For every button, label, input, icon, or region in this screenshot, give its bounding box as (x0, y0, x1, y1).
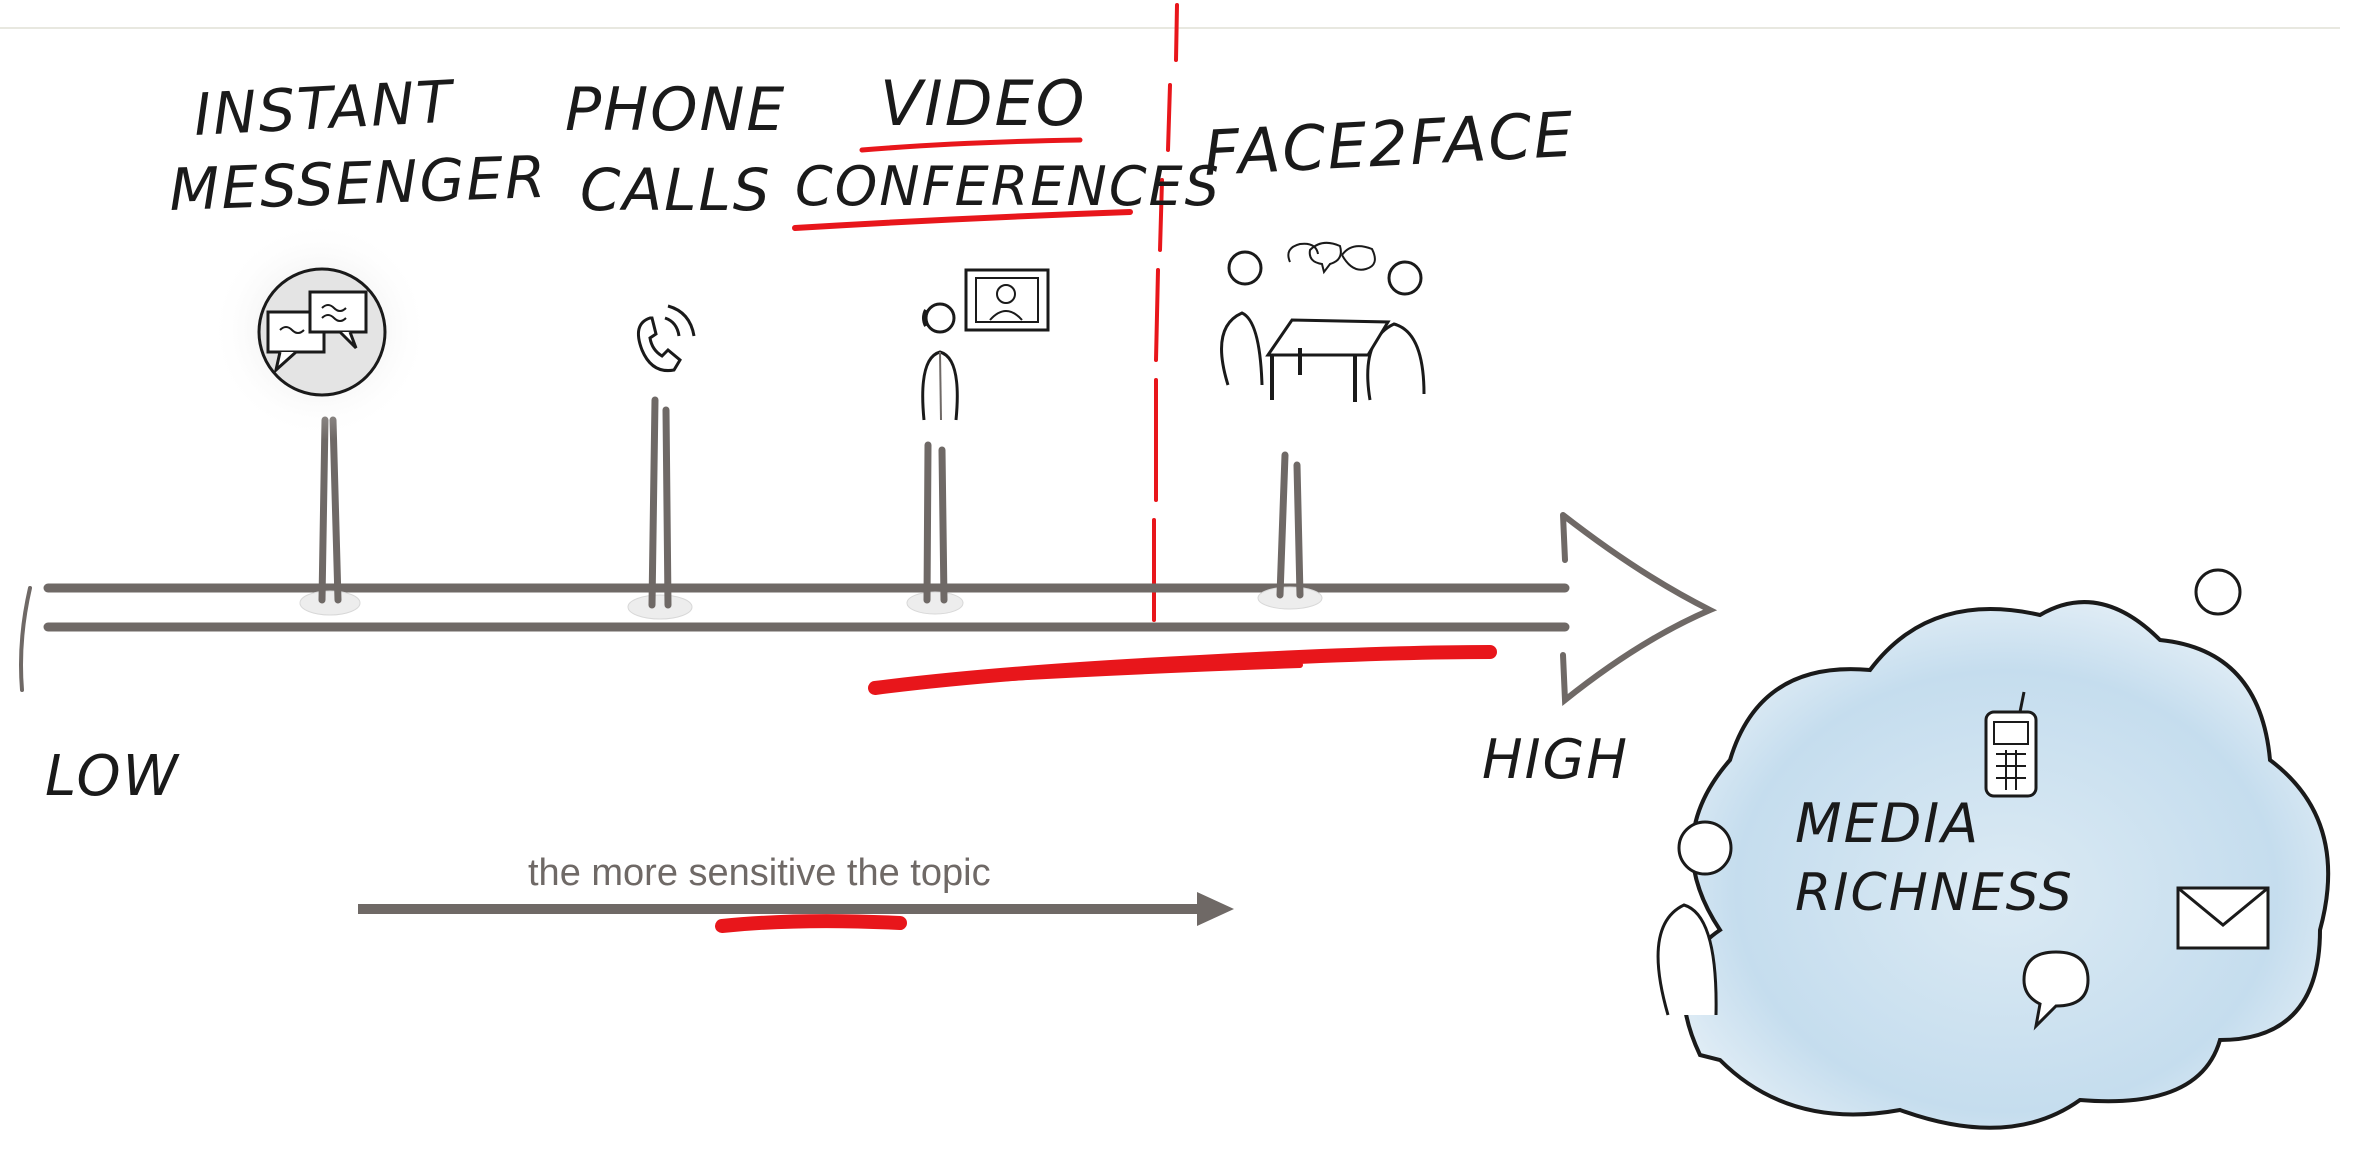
sensitivity-text: the more sensitive the topic (528, 852, 991, 894)
label-instant-messenger-line1: INSTANT (192, 67, 458, 149)
phone-icon (638, 306, 694, 371)
label-face2face: FACE2FACE (1202, 98, 1577, 190)
label-low: LOW (45, 744, 181, 809)
label-phone-calls-line1: PHONE (565, 75, 786, 145)
red-underline-sensitive (722, 921, 900, 926)
red-divider-line (1154, 5, 1177, 620)
richness-axis (21, 515, 1710, 700)
envelope-icon (2178, 888, 2268, 948)
label-video-conferences-line1: VIDEO (880, 67, 1086, 140)
channel-labels: INSTANT MESSENGER PHONE CALLS VIDEO CONF… (168, 67, 1576, 224)
media-richness-cloud: MEDIA RICHNESS (1658, 570, 2328, 1128)
label-video-conferences-line2: CONFERENCES (795, 155, 1221, 218)
meeting-table-icon (1222, 243, 1424, 402)
label-phone-calls-line2: CALLS (580, 156, 772, 224)
cloud-label-line2: RICHNESS (1795, 863, 2074, 923)
chat-bubbles-icon (210, 220, 430, 440)
label-instant-messenger-line2: MESSENGER (168, 143, 548, 224)
cloud-label-line1: MEDIA (1795, 792, 1980, 855)
red-underline-video (862, 140, 1080, 150)
label-high: HIGH (1482, 728, 1629, 791)
sensitivity-arrow: the more sensitive the topic (358, 852, 1234, 926)
video-conference-icon (923, 270, 1048, 420)
